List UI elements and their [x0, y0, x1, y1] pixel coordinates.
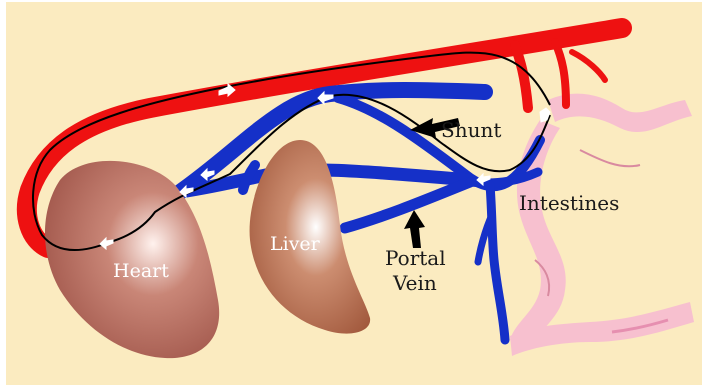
shunt-label: Shunt: [441, 118, 501, 142]
intestines-label: Intestines: [519, 191, 619, 215]
heart-label: Heart: [113, 260, 169, 282]
portal-vein-label-line2: Vein: [392, 271, 437, 295]
liver-label: Liver: [270, 233, 321, 255]
portal-vein-label-line1: Portal: [385, 246, 446, 270]
